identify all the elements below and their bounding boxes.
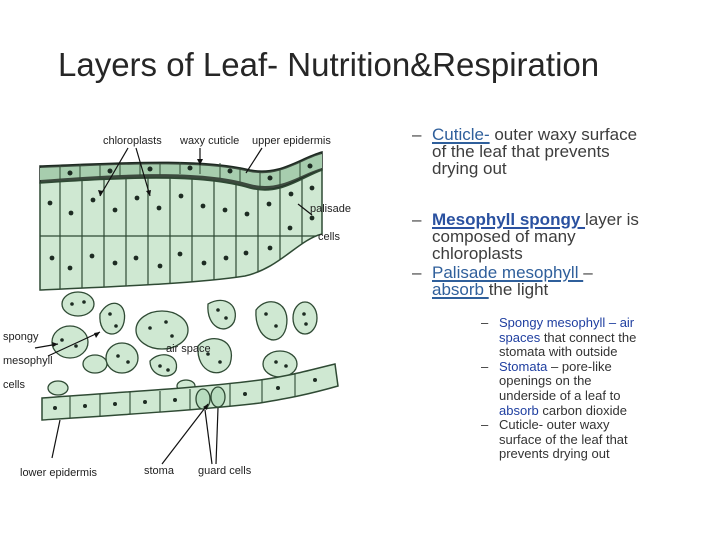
- term-cuticle: Cuticle-: [432, 125, 490, 144]
- spongy-mesophyll-cells: [47, 291, 318, 396]
- main-bullet-list: – Cuticle- outer waxy surface of the lea…: [412, 126, 712, 298]
- bullet-dash: –: [481, 358, 489, 374]
- bullet-dash: –: [481, 417, 489, 433]
- term-absorb: absorb: [432, 280, 489, 299]
- slide-title: Layers of Leaf- Nutrition&Respiration: [58, 46, 600, 83]
- label-upper-epidermis: upper epidermis: [252, 135, 331, 147]
- label-palisade-cells: cells: [318, 231, 341, 243]
- sub-bullet-list: – Spongy mesophyll – air spaces that con…: [481, 315, 681, 462]
- bullet-cuticle: – Cuticle- outer waxy surface of the lea…: [412, 125, 638, 178]
- label-guard-cells: guard cells: [198, 465, 252, 477]
- guard-cell-right: [210, 386, 226, 408]
- bullet-dash: –: [412, 210, 422, 229]
- label-spongy-cells: cells: [3, 379, 26, 391]
- diagram-labels: chloroplasts waxy cuticle upper epidermi…: [3, 135, 351, 479]
- guard-cell-left: [195, 388, 211, 410]
- upper-epidermis-layer: [40, 154, 322, 187]
- label-air-space: air space: [166, 343, 211, 355]
- label-palisade: palisade: [310, 203, 351, 215]
- bullet-dash: –: [412, 125, 422, 144]
- label-spongy: spongy: [3, 331, 39, 343]
- label-lower-epidermis: lower epidermis: [20, 467, 98, 479]
- leaf-cross-section-diagram: chloroplasts waxy cuticle upper epidermi…: [3, 135, 351, 479]
- bullet-mesophyll-spongy: – Mesophyll spongy layer is composed of …: [412, 210, 639, 263]
- sub-bullet-stomata: – Stomata – pore-like openings on the un…: [481, 358, 627, 418]
- bullet-palisade-mesophyll: – Palisade mesophyll – absorb the light: [412, 263, 593, 299]
- label-spongy-mesophyll: mesophyll: [3, 355, 53, 367]
- bullet-dash: –: [412, 263, 422, 282]
- label-waxy-cuticle: waxy cuticle: [179, 135, 239, 147]
- label-chloroplasts: chloroplasts: [103, 135, 162, 147]
- term-mesophyll-spongy: Mesophyll spongy: [432, 210, 586, 229]
- term-palisade-mesophyll: Palisade mesophyll: [432, 263, 584, 282]
- sub-bullet-cuticle: – Cuticle- outer waxy surface of the lea…: [481, 417, 628, 462]
- palisade-layer: [39, 168, 323, 291]
- bullet-dash: –: [481, 315, 489, 330]
- pointer-lines: [34, 147, 313, 465]
- sub-bullet-spongy: – Spongy mesophyll – air spaces that con…: [481, 315, 637, 360]
- label-stoma: stoma: [144, 465, 175, 477]
